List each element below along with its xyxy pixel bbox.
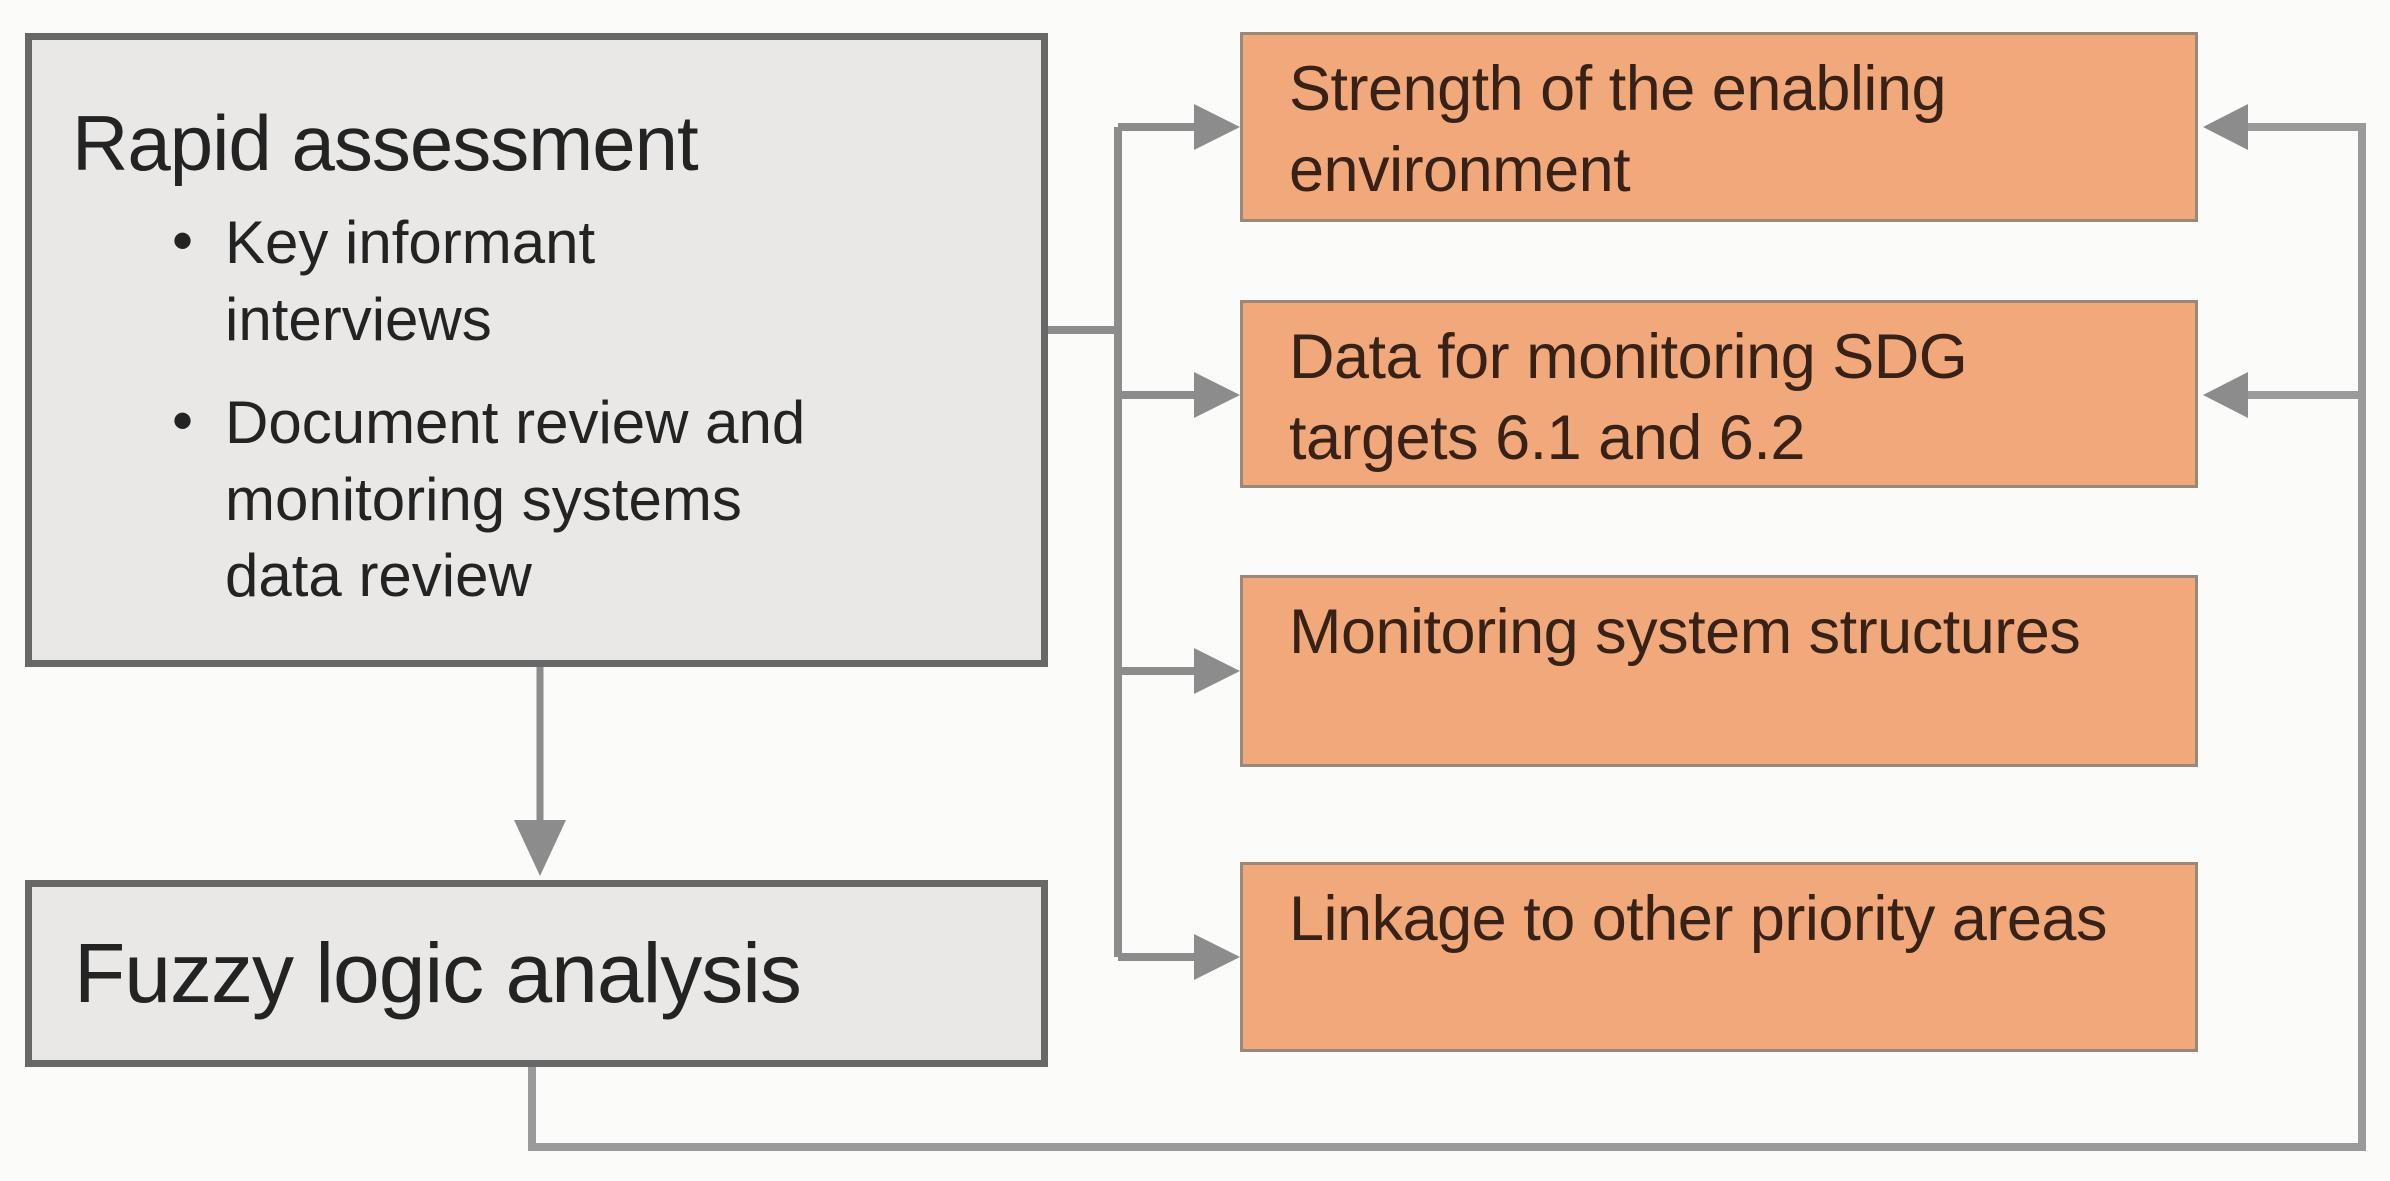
rapid-assessment-bullet-list: Key informant interviews Document review… xyxy=(72,203,832,615)
arrowhead-feedback-2 xyxy=(2203,372,2248,418)
output-label: Data for monitoring SDG targets 6.1 and … xyxy=(1289,322,1968,474)
arrowhead-branch-4 xyxy=(1194,934,1240,980)
edge-feedback-loop xyxy=(528,123,2366,1151)
node-linkage-to-other-priority-areas: Linkage to other priority areas xyxy=(1240,862,2198,1052)
node-monitoring-system-structures: Monitoring system structures xyxy=(1240,575,2198,767)
node-fuzzy-logic-analysis: Fuzzy logic analysis xyxy=(25,880,1048,1067)
output-label: Strength of the enabling environment xyxy=(1289,54,1947,206)
arrowhead-branch-1 xyxy=(1194,104,1240,150)
node-strength-of-enabling-environment: Strength of the enabling environment xyxy=(1240,32,2198,222)
node-data-for-monitoring-sdg-targets: Data for monitoring SDG targets 6.1 and … xyxy=(1240,300,2198,488)
arrowhead-branch-3 xyxy=(1194,648,1240,694)
node-rapid-assessment: Rapid assessment Key informant interview… xyxy=(25,33,1048,667)
rapid-assessment-title: Rapid assessment xyxy=(72,99,699,187)
output-label: Linkage to other priority areas xyxy=(1289,884,2107,954)
bullet-document-review: Document review and monitoring systems d… xyxy=(172,383,832,615)
bullet-key-informant-interviews: Key informant interviews xyxy=(172,203,832,359)
fuzzy-logic-analysis-label: Fuzzy logic analysis xyxy=(74,926,802,1020)
arrowhead-branch-2 xyxy=(1194,372,1240,418)
arrowhead-feedback-1 xyxy=(2203,104,2248,150)
output-label: Monitoring system structures xyxy=(1289,597,2081,667)
arrowhead-down xyxy=(514,820,566,876)
